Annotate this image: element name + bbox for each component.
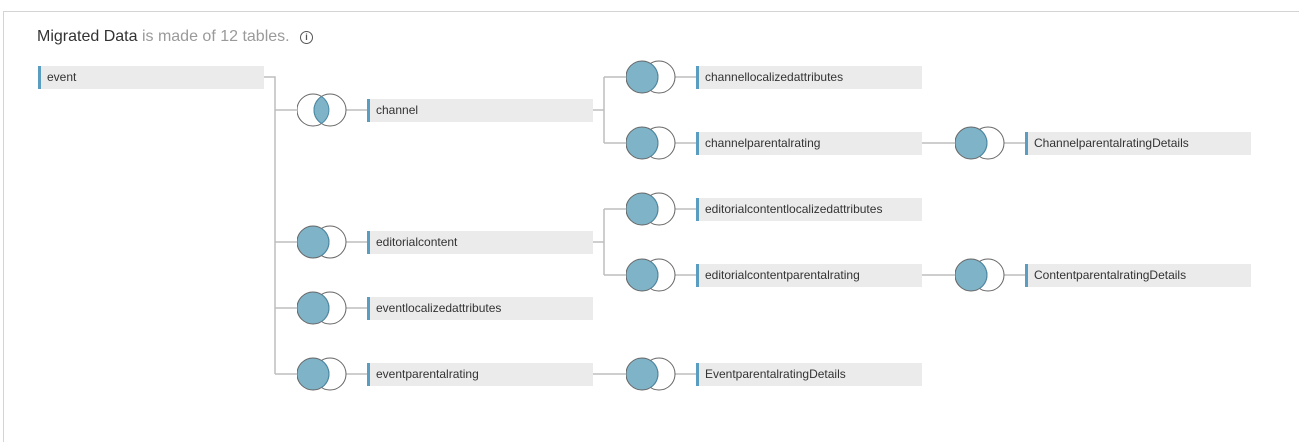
venn-left-join-icon [296, 357, 347, 391]
table-channelparentalrating[interactable]: channelparentalrating [696, 132, 922, 155]
table-editorialcontentparentalrating[interactable]: editorialcontentparentalrating [696, 264, 922, 287]
table-channelparentalratingdetails[interactable]: ChannelparentalratingDetails [1025, 132, 1251, 155]
page-title: Migrated Data is made of 12 tables. i [37, 28, 314, 46]
join-icon-left[interactable] [296, 291, 347, 325]
venn-left-join-icon [954, 126, 1005, 160]
join-icon-left[interactable] [625, 60, 676, 94]
table-eventlocalizedattributes[interactable]: eventlocalizedattributes [367, 297, 593, 320]
venn-inner-join-icon [296, 93, 347, 127]
join-icon-inner[interactable] [296, 93, 347, 127]
join-icon-left[interactable] [625, 357, 676, 391]
table-contentparentalratingdetails[interactable]: ContentparentalratingDetails [1025, 264, 1251, 287]
table-channel[interactable]: channel [367, 99, 593, 122]
table-event[interactable]: event [38, 66, 264, 89]
venn-left-join-icon [296, 291, 347, 325]
table-editorialcontentlocalizedattributes[interactable]: editorialcontentlocalizedattributes [696, 198, 922, 221]
venn-left-join-icon [625, 60, 676, 94]
table-eventparentalratingdetails[interactable]: EventparentalratingDetails [696, 363, 922, 386]
venn-left-join-icon [625, 258, 676, 292]
join-icon-left[interactable] [625, 126, 676, 160]
join-icon-left[interactable] [296, 225, 347, 259]
join-icon-left[interactable] [954, 258, 1005, 292]
table-channellocalizedattributes[interactable]: channellocalizedattributes [696, 66, 922, 89]
join-icon-left[interactable] [625, 258, 676, 292]
join-icon-left[interactable] [625, 192, 676, 226]
info-icon[interactable]: i [300, 31, 314, 44]
join-icon-left[interactable] [954, 126, 1005, 160]
data-source-name: Migrated Data [37, 28, 138, 45]
venn-left-join-icon [625, 126, 676, 160]
data-source-panel [3, 11, 1299, 442]
venn-left-join-icon [296, 225, 347, 259]
table-count-summary: is made of 12 tables. [141, 28, 290, 45]
table-eventparentalrating[interactable]: eventparentalrating [367, 363, 593, 386]
venn-left-join-icon [954, 258, 1005, 292]
table-editorialcontent[interactable]: editorialcontent [367, 231, 593, 254]
venn-left-join-icon [625, 192, 676, 226]
venn-left-join-icon [625, 357, 676, 391]
join-icon-left[interactable] [296, 357, 347, 391]
